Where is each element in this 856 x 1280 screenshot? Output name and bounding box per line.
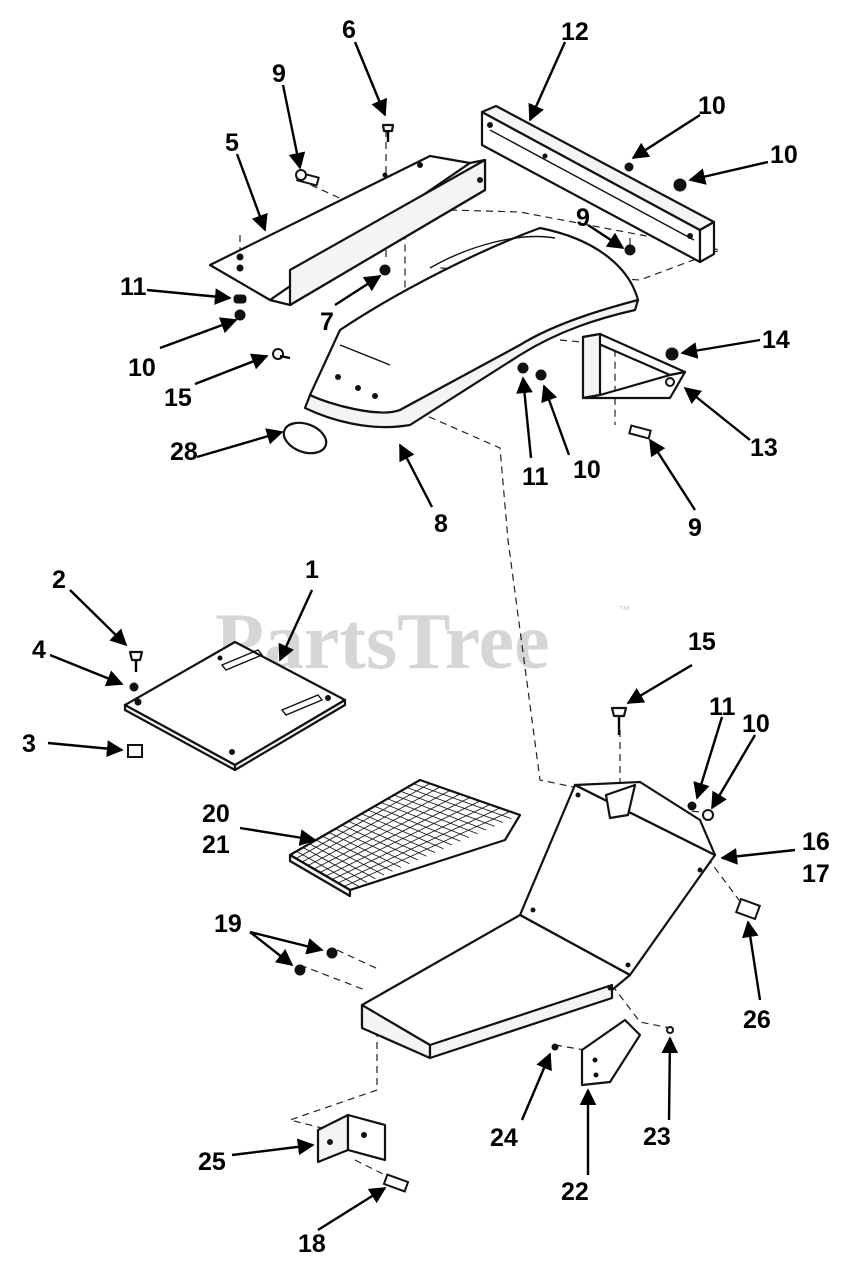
- watermark-trademark: ™: [618, 603, 630, 617]
- callout-9-top: 9: [272, 60, 286, 88]
- part-20-21-mat: [288, 778, 522, 898]
- part-1-plate: [123, 640, 347, 772]
- callout-11-lower: 11: [709, 693, 736, 721]
- callout-5: 5: [225, 129, 239, 157]
- hardware: [127, 123, 762, 1193]
- part-16-17-floor-pan: [360, 780, 717, 1060]
- callout-25: 25: [198, 1148, 226, 1176]
- callout-21: 21: [202, 831, 230, 859]
- part-25-bracket: [316, 1113, 387, 1164]
- part-13-bracket: [581, 332, 687, 400]
- callout-11-left: 11: [120, 273, 147, 301]
- callout-labels: 1 2 3 4 5 6 7 8 9 9 9 10 10 10 10 10 11 …: [22, 16, 830, 1258]
- callout-26: 26: [743, 1006, 771, 1034]
- callout-2: 2: [52, 566, 66, 594]
- callout-9-lower: 9: [688, 514, 702, 542]
- callout-24: 24: [490, 1124, 518, 1152]
- callout-15-upper: 15: [164, 384, 192, 412]
- callout-10-rail-b: 10: [770, 141, 798, 169]
- part-22-bracket: [580, 1018, 642, 1087]
- callout-15-lower: 15: [688, 628, 716, 656]
- callout-7: 7: [320, 308, 334, 336]
- callout-19: 19: [214, 910, 242, 938]
- callout-10-mid: 10: [573, 456, 601, 484]
- part-8-cover: [303, 226, 640, 429]
- callout-23: 23: [643, 1123, 671, 1151]
- callout-10-rail-a: 10: [698, 92, 726, 120]
- callout-18: 18: [298, 1230, 326, 1258]
- callout-11-mid: 11: [522, 463, 549, 491]
- callout-17: 17: [802, 860, 830, 888]
- callout-1: 1: [305, 556, 319, 584]
- callout-12: 12: [561, 18, 589, 46]
- leader-lines: [47, 41, 796, 1232]
- part-28-plug: [282, 421, 328, 455]
- callout-6: 6: [342, 16, 356, 44]
- callout-3: 3: [22, 730, 36, 758]
- part-12-rail: [480, 104, 716, 264]
- callout-4: 4: [32, 636, 46, 664]
- callout-9-rail: 9: [576, 204, 590, 232]
- callout-10-lower: 10: [742, 710, 770, 738]
- callout-10-left: 10: [128, 354, 156, 382]
- callout-13: 13: [750, 434, 778, 462]
- callout-28: 28: [170, 438, 198, 466]
- callout-22: 22: [561, 1178, 589, 1206]
- callout-20: 20: [202, 800, 230, 828]
- callout-8: 8: [434, 510, 448, 538]
- callout-16: 16: [802, 828, 830, 856]
- callout-14: 14: [762, 326, 790, 354]
- part-5-bracket: [208, 154, 487, 307]
